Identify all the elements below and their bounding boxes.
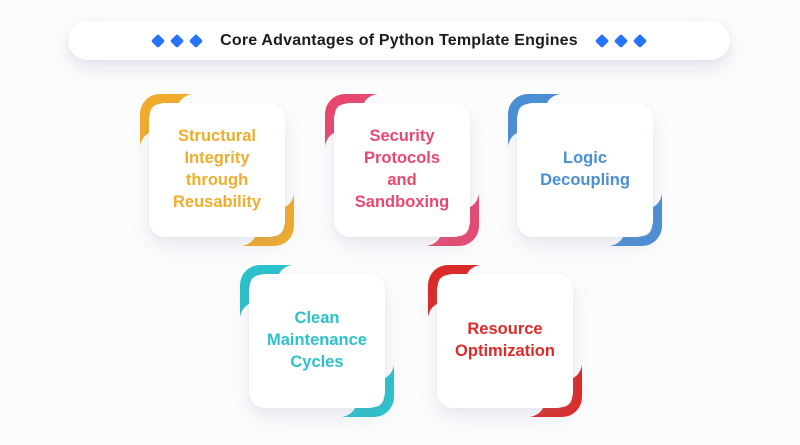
card-label: Resource Optimization <box>455 320 555 360</box>
diamond-icon <box>613 33 628 48</box>
card-label: Logic Decoupling <box>540 149 630 189</box>
card-face: Resource Optimization <box>437 274 573 408</box>
diamond-icon <box>151 33 166 48</box>
card-logic-decoupling: Logic Decoupling <box>508 94 662 246</box>
card-security-protocols: Security Protocols and Sandboxing <box>325 94 479 246</box>
card-face: Security Protocols and Sandboxing <box>334 103 470 237</box>
diamond-group-left <box>151 33 204 48</box>
card-label: Structural Integrity through Reusability <box>172 127 262 211</box>
diamond-group-right <box>594 33 647 48</box>
card-label: Clean Maintenance Cycles <box>267 309 367 371</box>
card-face: Clean Maintenance Cycles <box>249 274 385 408</box>
diamond-icon <box>189 33 204 48</box>
diamond-icon <box>594 33 609 48</box>
card-face: Logic Decoupling <box>517 103 653 237</box>
card-resource-optimization: Resource Optimization <box>428 265 582 417</box>
diamond-icon <box>170 33 185 48</box>
page-title: Core Advantages of Python Template Engin… <box>220 31 578 49</box>
card-face: Structural Integrity through Reusability <box>149 103 285 237</box>
header-banner: Core Advantages of Python Template Engin… <box>68 21 730 60</box>
card-structural-integrity: Structural Integrity through Reusability <box>140 94 294 246</box>
diamond-icon <box>632 33 647 48</box>
card-clean-maintenance: Clean Maintenance Cycles <box>240 265 394 417</box>
card-label: Security Protocols and Sandboxing <box>354 127 450 211</box>
